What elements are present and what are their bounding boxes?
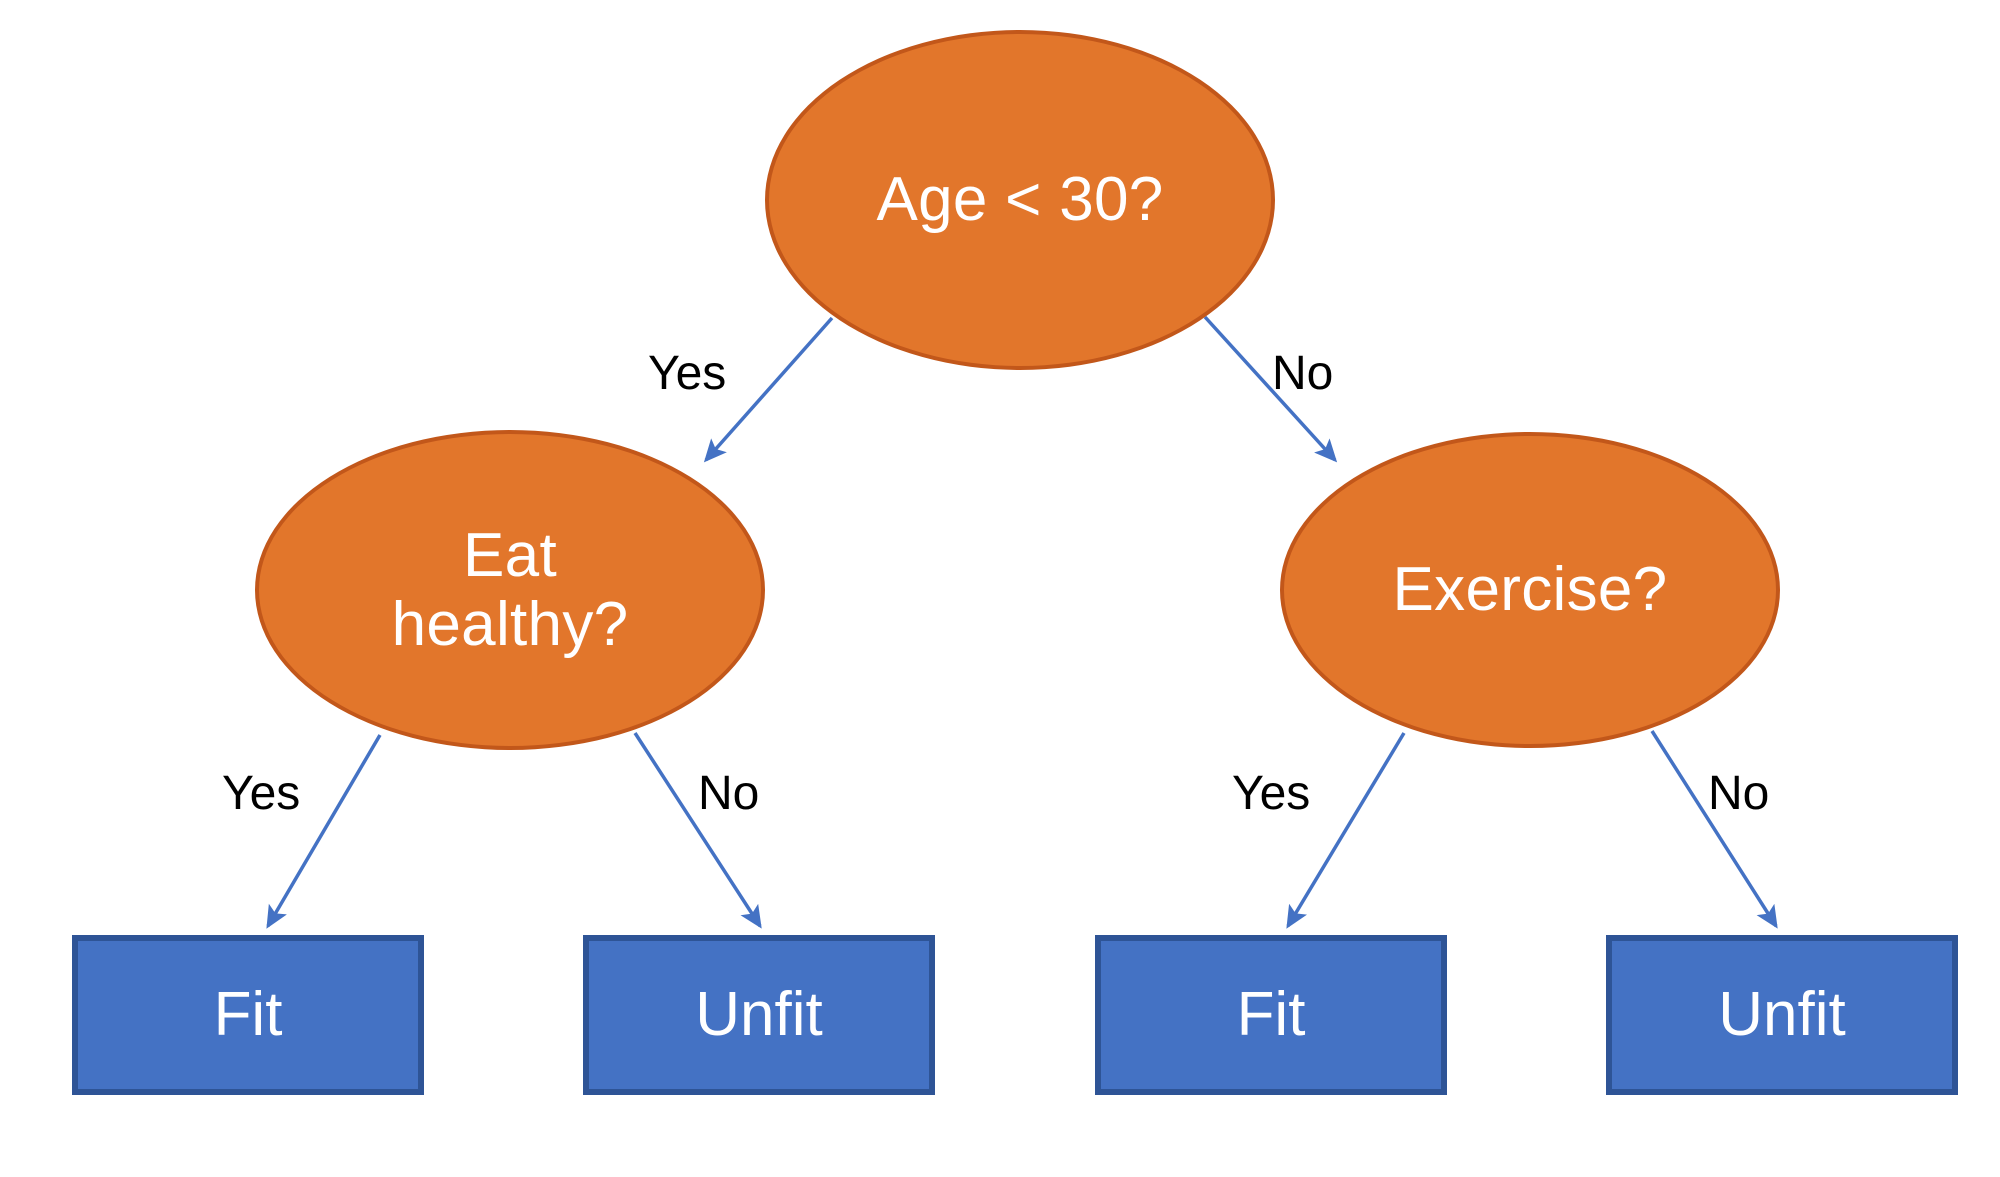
edge-label-exercise-no: No: [1708, 767, 1770, 820]
decision-node-exercise[interactable]: Exercise?: [1280, 432, 1780, 748]
edge-label-eat-yes: Yes: [222, 767, 301, 820]
edge-root-to-exercise: [1203, 315, 1338, 463]
edge-root-to-eat: [703, 316, 834, 463]
decision-node-eat-healthy[interactable]: Eat healthy?: [255, 430, 765, 750]
edge-label-root-no: No: [1272, 347, 1334, 400]
leaf-node-unfit-1-label: Unfit: [695, 980, 823, 1049]
leaf-node-fit-1[interactable]: Fit: [72, 935, 424, 1095]
edge-label-exercise-yes: Yes: [1232, 767, 1311, 820]
edge-exercise-to-fit: [1286, 732, 1406, 929]
leaf-node-fit-1-label: Fit: [213, 980, 283, 1049]
edge-label-eat-no: No: [698, 767, 760, 820]
edge-eat-to-fit: [266, 734, 382, 929]
leaf-node-unfit-2-label: Unfit: [1718, 980, 1846, 1049]
leaf-node-unfit-2[interactable]: Unfit: [1606, 935, 1958, 1095]
leaf-node-fit-2-label: Fit: [1236, 980, 1306, 1049]
edge-eat-to-unfit: [633, 732, 762, 929]
edge-label-root-yes: Yes: [648, 347, 727, 400]
leaf-node-fit-2[interactable]: Fit: [1095, 935, 1447, 1095]
decision-node-eat-healthy-label: Eat healthy?: [391, 520, 629, 659]
decision-node-exercise-label: Exercise?: [1392, 555, 1668, 625]
leaf-node-unfit-1[interactable]: Unfit: [583, 935, 935, 1095]
edge-exercise-to-unfit: [1650, 730, 1778, 929]
decision-node-root[interactable]: Age < 30?: [765, 30, 1275, 370]
decision-node-root-label: Age < 30?: [876, 165, 1164, 235]
